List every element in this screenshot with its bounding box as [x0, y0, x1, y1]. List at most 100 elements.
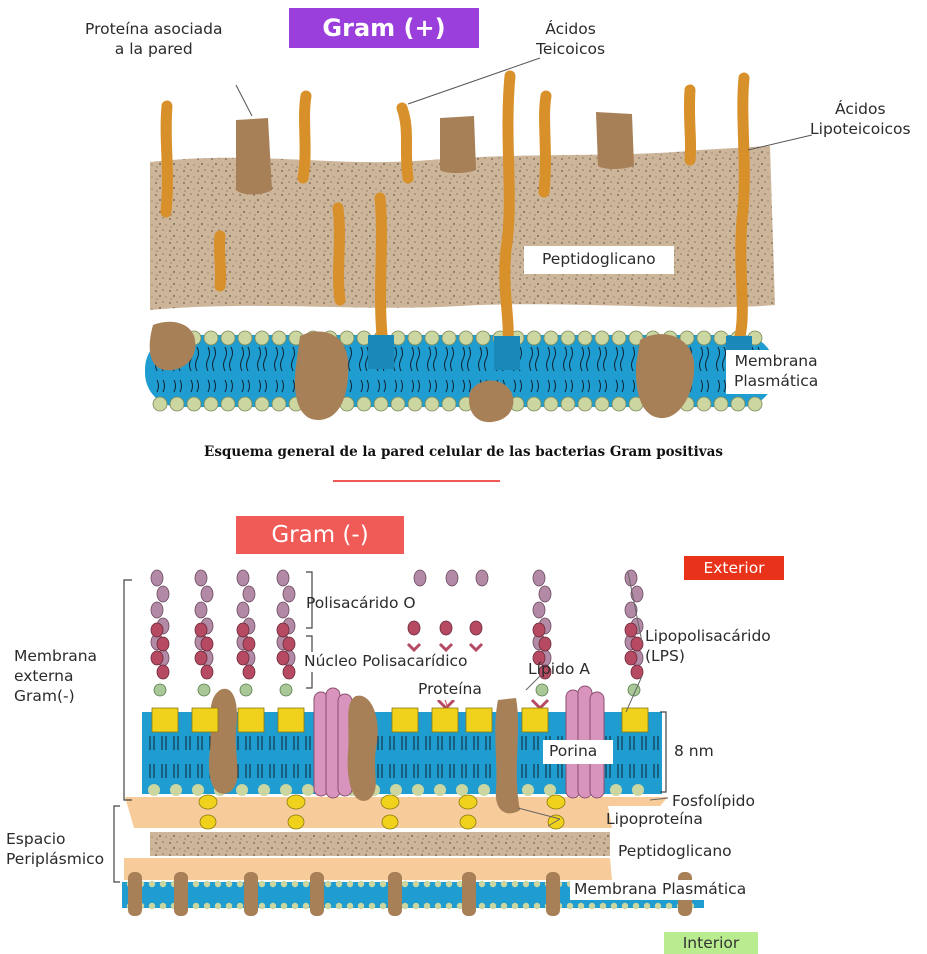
lipid-head: [589, 903, 595, 909]
lipid-head: [424, 881, 430, 887]
lipid-head: [408, 331, 422, 345]
o-antigen-unit: [151, 602, 163, 618]
lipoprotein-unit: [199, 795, 217, 809]
lipid-a-square: [278, 708, 304, 732]
core-unit: [243, 637, 255, 651]
membrane-protein: [388, 872, 402, 916]
lipid-head: [731, 397, 745, 411]
core-unit: [470, 621, 482, 635]
lipid-head: [336, 881, 342, 887]
gn-membrane-protein: [348, 696, 378, 801]
core-unit: [539, 637, 551, 651]
lipid-head: [204, 903, 210, 909]
lipid-head: [325, 903, 331, 909]
lipid-head: [270, 903, 276, 909]
lipid-head: [561, 331, 575, 345]
core-unit: [151, 651, 163, 665]
lipid-head: [644, 903, 650, 909]
lipid-head: [302, 784, 314, 796]
o-antigen-unit: [277, 602, 289, 618]
o-antigen-unit: [625, 570, 637, 586]
lipoprotein-unit: [459, 795, 477, 809]
lipid-a-square: [238, 708, 264, 732]
core-unit: [625, 623, 637, 637]
lipid-head: [255, 331, 269, 345]
lipid-head: [478, 784, 490, 796]
core-unit: [277, 623, 289, 637]
lipid-head: [425, 331, 439, 345]
lipid-head: [413, 903, 419, 909]
lipid-head: [612, 397, 626, 411]
gp-wall-associated-protein: [236, 118, 272, 195]
lipid-head: [714, 397, 728, 411]
core-unit: [283, 665, 295, 679]
gram-negative-badge: Gram (-): [236, 516, 404, 554]
lipid-head: [610, 784, 622, 796]
core-unit: [157, 637, 169, 651]
lipid-head: [534, 903, 540, 909]
lipid-head: [512, 881, 518, 887]
o-antigen-unit: [446, 570, 458, 586]
lipid-head: [578, 397, 592, 411]
core-unit: [408, 621, 420, 635]
core-unit: [201, 665, 213, 679]
lipoprotein-unit: [548, 815, 564, 829]
lipid-head: [446, 903, 452, 909]
lipid-head: [272, 331, 286, 345]
o-antigen-unit: [243, 586, 255, 602]
gram-negative-diagram: [114, 570, 704, 916]
label-lipoteichoic: Ácidos Lipoteicoicos: [810, 100, 911, 140]
o-antigen-unit: [195, 602, 207, 618]
lipid-head: [215, 881, 221, 887]
lipid-head: [380, 881, 386, 887]
lipid-head: [255, 397, 269, 411]
o-antigen-unit: [237, 602, 249, 618]
lipid-head: [424, 903, 430, 909]
lipid-head: [237, 881, 243, 887]
lipid-head: [479, 903, 485, 909]
lipid-a-square: [522, 708, 548, 732]
lipid-head: [578, 331, 592, 345]
lipid-a-square: [152, 708, 178, 732]
gp-membrane-protein: [469, 380, 513, 422]
lipid-head: [522, 784, 534, 796]
lipid-head: [193, 903, 199, 909]
lipid-head: [425, 397, 439, 411]
gp-wall-associated-protein: [440, 116, 476, 173]
lipid-head: [281, 903, 287, 909]
lipid-head: [336, 903, 342, 909]
lps-core-unit: [280, 684, 292, 696]
lipid-head: [434, 784, 446, 796]
label-thickness: 8 nm: [674, 742, 714, 762]
leader-line: [626, 676, 642, 712]
lipoprotein-unit: [460, 815, 476, 829]
leader-line: [748, 135, 812, 150]
lipid-head: [544, 331, 558, 345]
label-phospholipid: Fosfolípido: [672, 792, 755, 812]
lipid-a-square: [392, 708, 418, 732]
lipid-head: [748, 397, 762, 411]
lipid-head: [490, 881, 496, 887]
lipid-head: [149, 903, 155, 909]
lipid-head: [221, 397, 235, 411]
lipid-head: [192, 784, 204, 796]
label-gn-peptidoglycan: Peptidoglicano: [618, 842, 732, 862]
lipid-head: [170, 784, 182, 796]
label-core-polysaccharide: Núcleo Polisacarídico: [300, 652, 472, 672]
core-unit: [243, 665, 255, 679]
lipid-head: [292, 903, 298, 909]
label-gp-peptidoglycan: Peptidoglicano: [524, 246, 674, 274]
core-unit: [283, 637, 295, 651]
gn-membrane-protein: [495, 698, 520, 813]
lipid-head: [600, 903, 606, 909]
lipid-head: [325, 881, 331, 887]
lipid-head: [238, 397, 252, 411]
lipid-head: [435, 881, 441, 887]
lipid-head: [412, 784, 424, 796]
lipid-head: [221, 331, 235, 345]
lipid-head: [442, 331, 456, 345]
core-unit: [533, 623, 545, 637]
o-antigen-unit: [157, 586, 169, 602]
o-antigen-unit: [533, 602, 545, 618]
o-antigen-unit: [151, 570, 163, 586]
